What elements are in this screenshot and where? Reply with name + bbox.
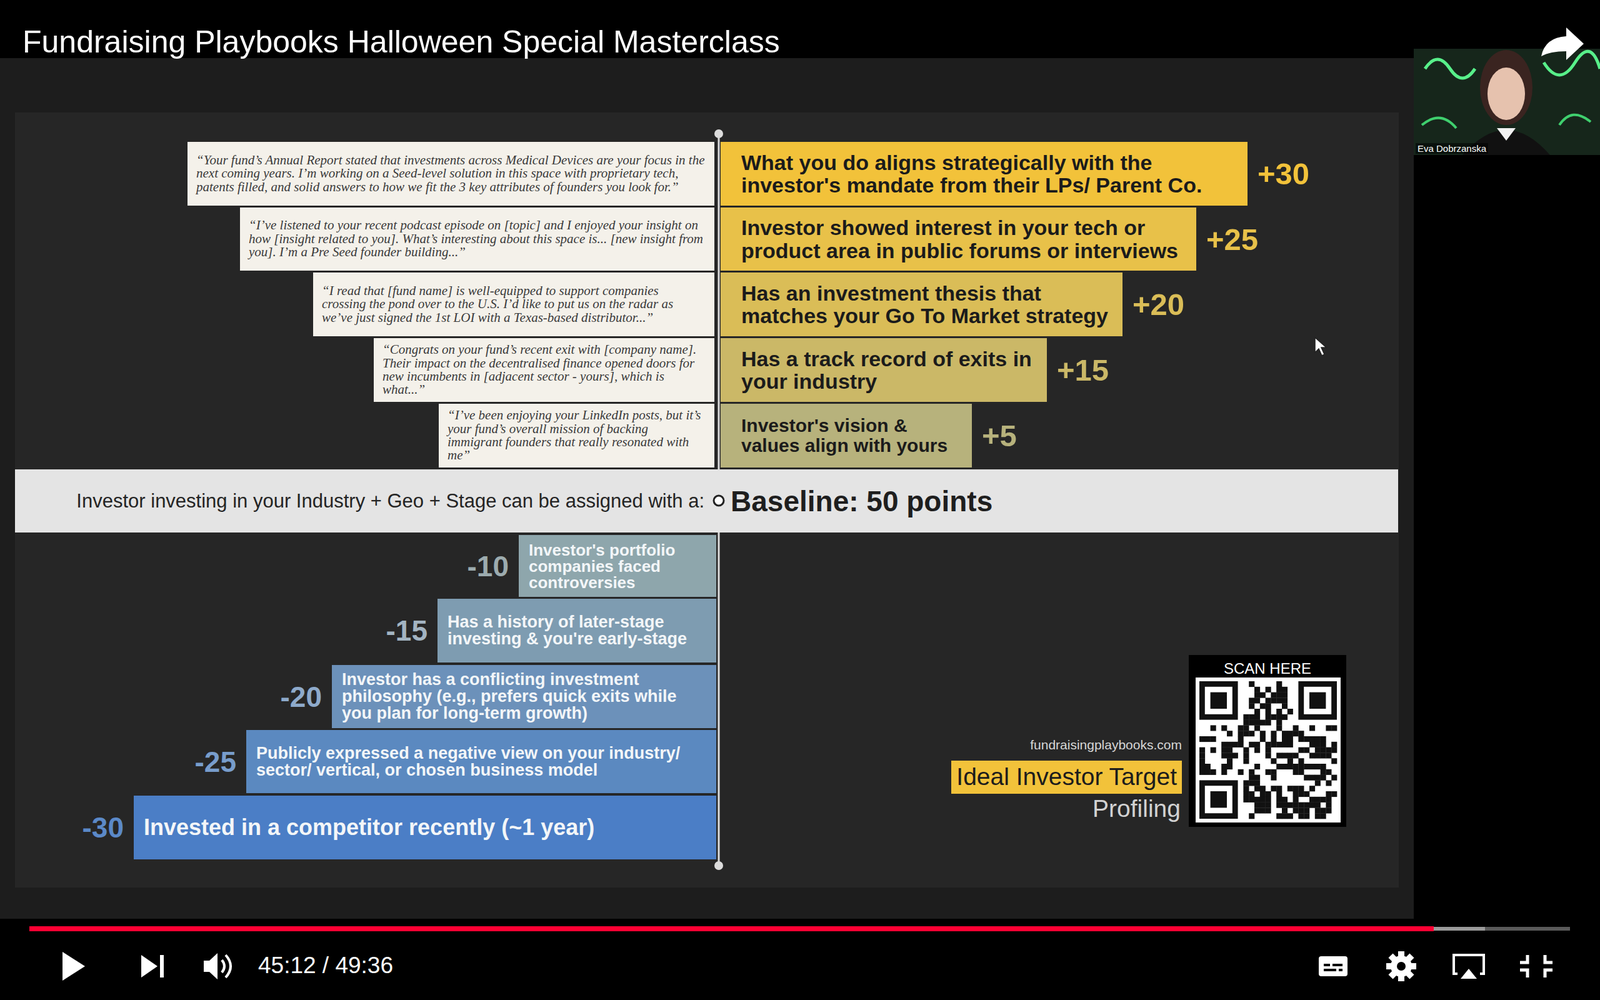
slide-background <box>0 58 1414 919</box>
score-number: -20 <box>280 680 322 714</box>
negative-score-bar: -15Has a history of later-stage investin… <box>437 598 717 663</box>
pitch-quote: “Congrats on your fund’s recent exit wit… <box>373 338 715 402</box>
baseline-rule: Investor investing in your Industry + Ge… <box>76 490 705 513</box>
play-icon <box>62 951 85 981</box>
progress-played <box>29 926 1434 932</box>
pitch-quote: “Your fund’s Annual Report stated that i… <box>187 141 715 206</box>
progress-buffer <box>1433 926 1485 931</box>
qr-caption: SCAN HERE <box>1188 660 1347 678</box>
quote-text: “I’ve listened to your recent podcast ep… <box>248 218 706 259</box>
score-number: +15 <box>1056 352 1109 388</box>
score-number: -10 <box>467 549 509 584</box>
score-number: +30 <box>1257 156 1310 192</box>
qr-panel: SCAN HERE <box>1188 655 1347 827</box>
score-number: -25 <box>195 745 237 779</box>
slide-title: Ideal Investor Target <box>956 763 1177 792</box>
video-title: Fundraising Playbooks Halloween Special … <box>22 23 780 60</box>
airplay-icon <box>1453 955 1484 979</box>
criterion-text: What you do aligns strategically with th… <box>741 151 1239 197</box>
axis-cap <box>714 861 724 870</box>
negative-score-bar: -30Invested in a competitor recently (~1… <box>133 795 717 860</box>
pitch-quote: “I read that [fund name] is well-equippe… <box>313 272 715 337</box>
quote-text: “I’ve been enjoying your LinkedIn posts,… <box>447 408 706 463</box>
criterion-text: Investor has a conflicting investment ph… <box>341 671 710 722</box>
score-number: +20 <box>1132 286 1185 322</box>
criterion-text: Has an investment thesis that matches yo… <box>741 281 1114 327</box>
negative-score-bar: -25Publicly expressed a negative view on… <box>246 730 717 794</box>
positive-score-bar: Investor's vision & values align with yo… <box>720 403 972 468</box>
negative-score-bar: -10Investor's portfolio companies faced … <box>518 535 717 597</box>
baseline-score: Baseline: 50 points <box>730 484 993 519</box>
website-url: fundraisingplaybooks.com <box>1030 737 1182 753</box>
axis-cap <box>714 129 724 139</box>
volume-icon <box>203 953 231 980</box>
criterion-text: Investor's portfolio companies faced con… <box>528 541 710 591</box>
progress-track <box>29 926 1570 931</box>
quote-text: “Congrats on your fund’s recent exit wit… <box>382 343 706 397</box>
baseline-band: Investor investing in your Industry + Ge… <box>15 469 1399 533</box>
positive-score-bar: What you do aligns strategically with th… <box>720 141 1248 206</box>
criterion-text: Publicly expressed a negative view on yo… <box>256 745 710 779</box>
criterion-text: Investor showed interest in your tech or… <box>741 216 1188 262</box>
share-icon <box>1541 27 1584 60</box>
positive-score-bar: Has a track record of exits in your indu… <box>720 338 1047 402</box>
playback-time: 45:12 / 49:36 <box>258 952 394 980</box>
pitch-quote: “I’ve been enjoying your LinkedIn posts,… <box>438 403 715 468</box>
positive-score-bar: Investor showed interest in your tech or… <box>720 207 1197 271</box>
slide-panel <box>15 112 1399 888</box>
presenter-name: Eva Dobrzanska <box>1415 143 1489 154</box>
score-number: +25 <box>1206 221 1259 257</box>
score-number: -15 <box>386 613 428 648</box>
captions-icon <box>1318 956 1348 977</box>
score-number: -30 <box>82 810 124 845</box>
mouse-cursor <box>1315 337 1327 356</box>
negative-score-bar: -20Investor has a conflicting investment… <box>331 665 717 729</box>
title-highlight: Ideal Investor Target <box>951 760 1182 794</box>
slide-subtitle: Profiling <box>1092 795 1181 824</box>
exit-fullscreen-icon <box>1520 955 1553 978</box>
settings-icon <box>1386 951 1417 982</box>
next-icon <box>141 955 164 978</box>
criterion-text: Investor's vision & values align with yo… <box>741 415 964 456</box>
webcam-thumbnail <box>1413 48 1600 155</box>
quote-text: “I read that [fund name] is well-equippe… <box>321 284 706 325</box>
score-number: +5 <box>981 418 1017 454</box>
criterion-text: Has a track record of exits in your indu… <box>741 347 1039 393</box>
pitch-quote: “I’ve listened to your recent podcast ep… <box>240 207 715 271</box>
positive-score-bar: Has an investment thesis that matches yo… <box>720 272 1123 337</box>
criterion-text: Has a history of later-stage investing &… <box>447 613 710 648</box>
quote-text: “Your fund’s Annual Report stated that i… <box>196 153 706 194</box>
criterion-text: Invested in a competitor recently (~1 ye… <box>143 816 710 839</box>
